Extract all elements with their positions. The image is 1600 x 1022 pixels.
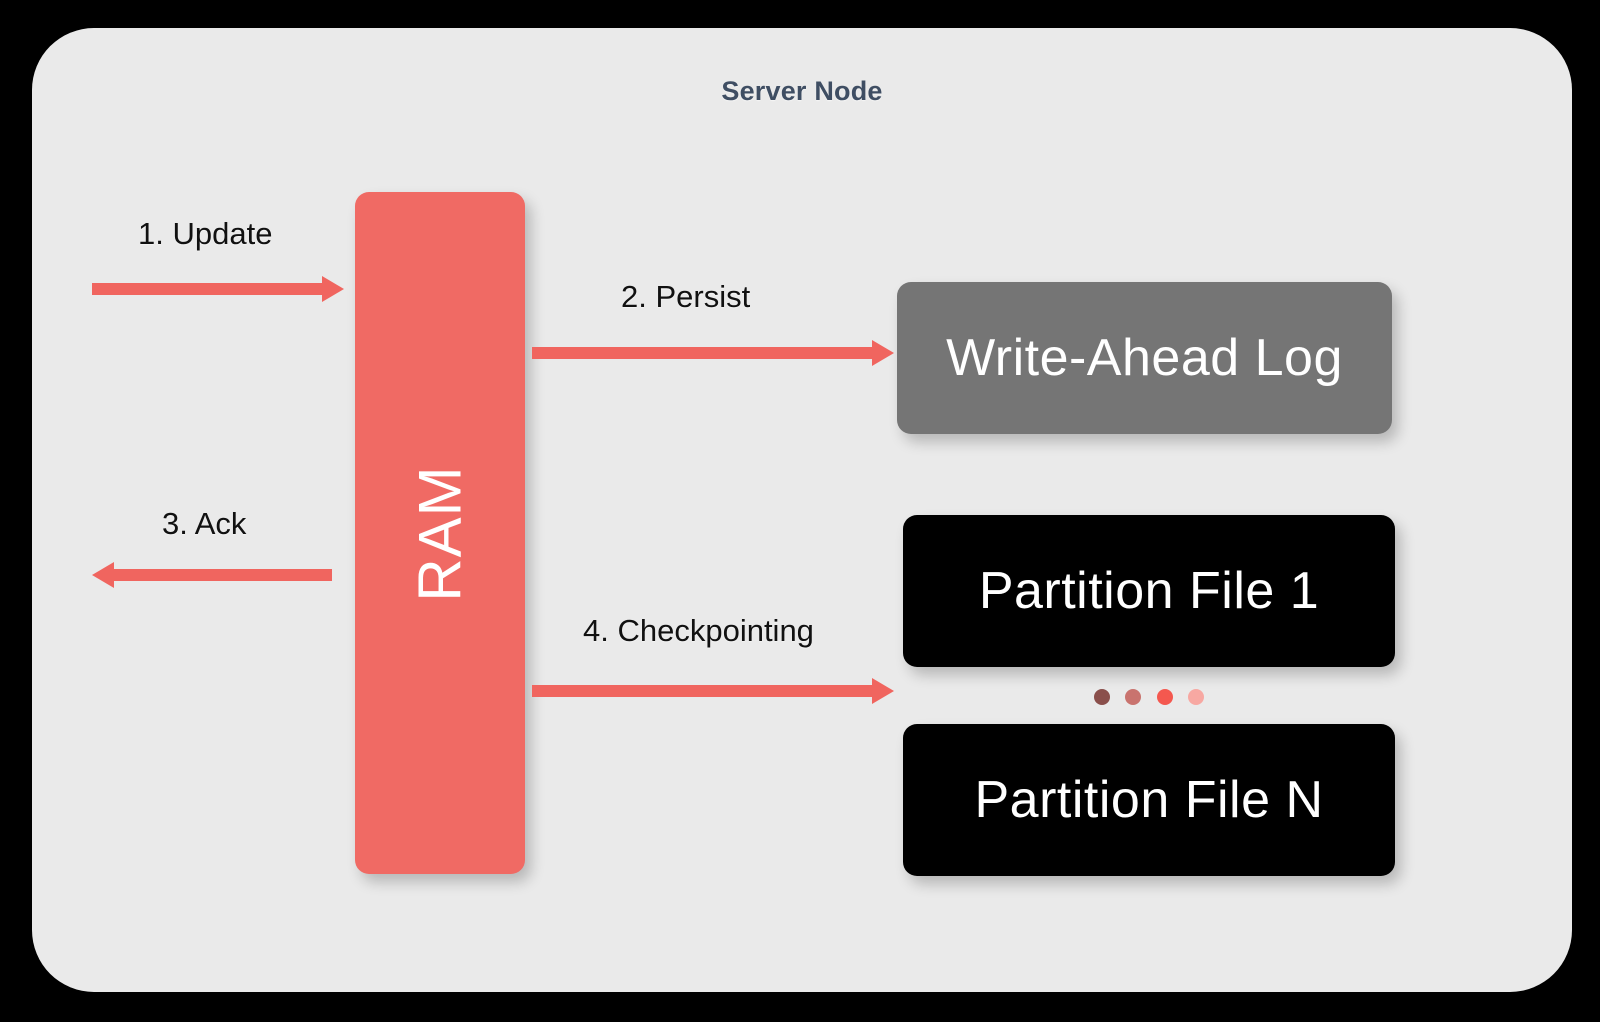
arrow-persist [532, 340, 894, 366]
arrow-persist-shaft [532, 347, 876, 359]
node-partition-file-1[interactable]: Partition File 1 [903, 515, 1395, 667]
page-title: Server Node [721, 76, 883, 106]
node-ram[interactable]: RAM [355, 192, 525, 874]
arrow-ack-head [92, 562, 114, 588]
node-partition-file-1-label: Partition File 1 [978, 562, 1320, 620]
arrow-checkpointing-label: 4. Checkpointing [583, 613, 814, 648]
node-ram-label: RAM [406, 464, 474, 602]
ellipsis-dots [1094, 687, 1204, 707]
node-write-ahead-log-label: Write-Ahead Log [946, 329, 1343, 387]
arrow-update [92, 276, 344, 302]
arrow-checkpointing [532, 678, 894, 704]
arrow-checkpointing-shaft [532, 685, 876, 697]
arrow-update-label: 1. Update [138, 216, 273, 251]
arrow-persist-head [872, 340, 894, 366]
arrow-ack-label: 3. Ack [162, 506, 247, 541]
node-partition-file-n-label: Partition File N [974, 771, 1324, 829]
arrow-update-head [322, 276, 344, 302]
node-partition-file-n[interactable]: Partition File N [903, 724, 1395, 876]
ellipsis-dot-1 [1094, 689, 1110, 705]
ellipsis-dot-3 [1156, 689, 1173, 705]
arrow-checkpointing-head [872, 678, 894, 704]
node-write-ahead-log[interactable]: Write-Ahead Log [897, 282, 1392, 434]
arrow-ack [92, 562, 332, 588]
arrow-persist-label: 2. Persist [621, 279, 751, 314]
ellipsis-dot-4 [1187, 689, 1204, 705]
arrow-ack-shaft [110, 569, 332, 581]
arrow-update-shaft [92, 283, 326, 295]
ellipsis-dot-2 [1125, 689, 1142, 705]
